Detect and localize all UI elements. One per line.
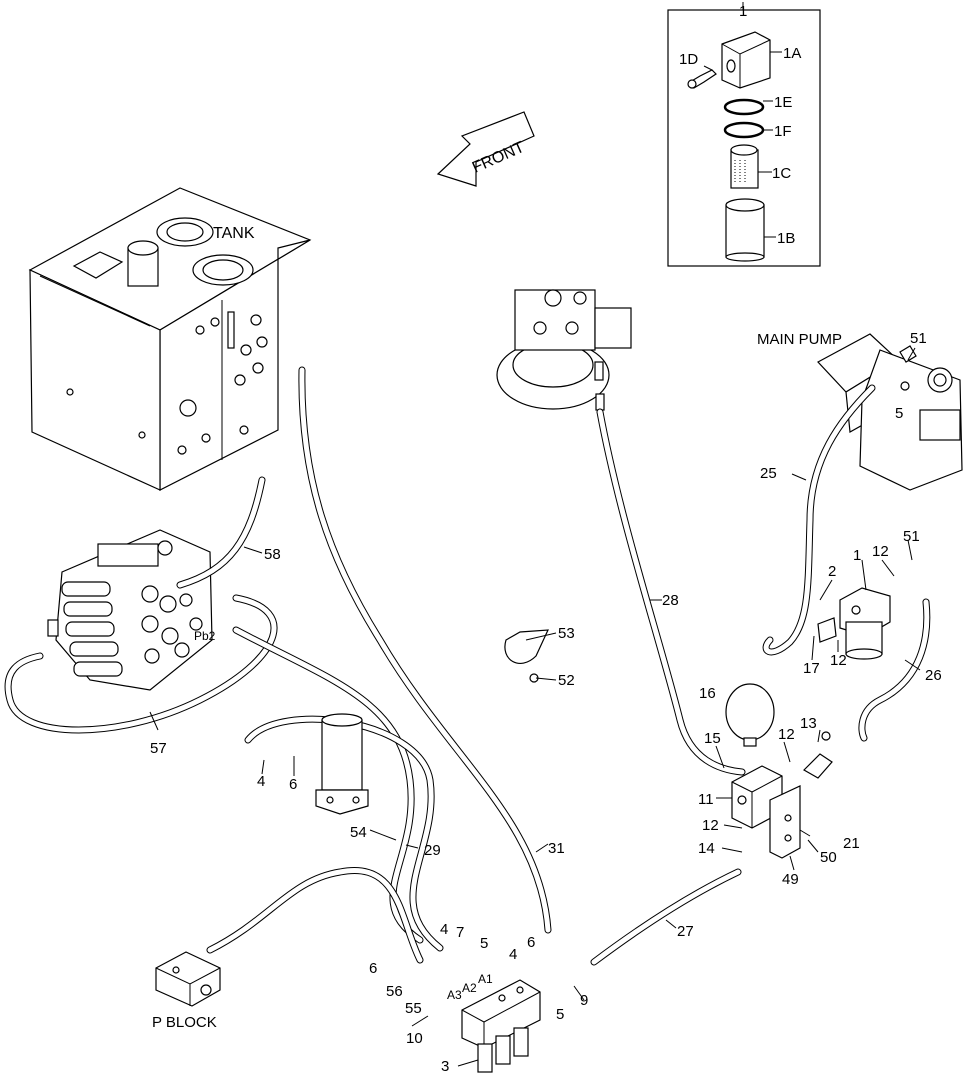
accumulator bbox=[725, 683, 775, 747]
hydraulic-tank bbox=[28, 187, 312, 491]
callout-28: 28 bbox=[662, 592, 679, 609]
control-valve bbox=[47, 529, 213, 691]
callout-4-b2: 4 bbox=[509, 946, 517, 963]
main-pump-label: MAIN PUMP bbox=[757, 331, 842, 348]
callout-3: 3 bbox=[441, 1058, 449, 1075]
callout-21: 21 bbox=[843, 835, 860, 852]
p-block-label: P BLOCK bbox=[152, 1014, 217, 1031]
callout-2: 2 bbox=[828, 563, 836, 580]
callout-55: 55 bbox=[405, 1000, 422, 1017]
callout-10: 10 bbox=[406, 1030, 423, 1047]
callout-12-c: 12 bbox=[778, 726, 795, 743]
main-pump bbox=[817, 333, 963, 491]
callout-52: 52 bbox=[558, 672, 575, 689]
hoses bbox=[4, 366, 931, 966]
callout-12-b: 12 bbox=[830, 652, 847, 669]
callout-1f: 1F bbox=[774, 123, 792, 140]
callout-58: 58 bbox=[264, 546, 281, 563]
pb2-label: Pb2 bbox=[194, 629, 216, 643]
callout-25: 25 bbox=[760, 465, 777, 482]
callout-7: 7 bbox=[456, 924, 464, 941]
callout-50: 50 bbox=[820, 849, 837, 866]
callout-14: 14 bbox=[698, 840, 715, 857]
callout-16: 16 bbox=[699, 685, 716, 702]
callout-4-b1: 4 bbox=[440, 921, 448, 938]
front-arrow bbox=[436, 111, 535, 187]
callout-56: 56 bbox=[386, 983, 403, 1000]
callout-17: 17 bbox=[803, 660, 820, 677]
callout-51-b: 51 bbox=[903, 528, 920, 545]
port-a3: A3 bbox=[447, 988, 462, 1002]
callout-49: 49 bbox=[782, 871, 799, 888]
callout-5-pump: 5 bbox=[895, 405, 903, 422]
pilot-filter bbox=[817, 587, 891, 660]
solenoid-valve-assembly bbox=[461, 979, 541, 1073]
callout-1a: 1A bbox=[783, 45, 801, 62]
callout-1b: 1B bbox=[777, 230, 795, 247]
p-block bbox=[155, 951, 221, 1007]
callout-1-filter: 1 bbox=[853, 547, 861, 564]
callout-54: 54 bbox=[350, 824, 367, 841]
callout-29: 29 bbox=[424, 842, 441, 859]
callout-51-pump: 51 bbox=[910, 330, 927, 347]
callout-31: 31 bbox=[548, 840, 565, 857]
callout-6-b1: 6 bbox=[369, 960, 377, 977]
solenoid-block bbox=[731, 731, 833, 859]
callout-13: 13 bbox=[800, 715, 817, 732]
callout-1d: 1D bbox=[679, 51, 698, 68]
callout-6-b2: 6 bbox=[527, 934, 535, 951]
filter-inset bbox=[667, 2, 821, 267]
callout-1e: 1E bbox=[774, 94, 792, 111]
callout-53: 53 bbox=[558, 625, 575, 642]
callout-5-b2: 5 bbox=[556, 1006, 564, 1023]
hose-clamp bbox=[504, 629, 549, 683]
callout-9: 9 bbox=[580, 992, 588, 1009]
callout-1c: 1C bbox=[772, 165, 791, 182]
leader-lines bbox=[149, 473, 921, 1067]
port-a1: A1 bbox=[478, 972, 493, 986]
callout-27: 27 bbox=[677, 923, 694, 940]
callout-12-a: 12 bbox=[872, 543, 889, 560]
callout-15: 15 bbox=[704, 730, 721, 747]
callout-11: 11 bbox=[698, 791, 714, 808]
callout-26: 26 bbox=[925, 667, 942, 684]
callout-57: 57 bbox=[150, 740, 167, 757]
shuttle-valve bbox=[315, 713, 369, 815]
swing-motor bbox=[496, 289, 632, 411]
callout-6-shuttle: 6 bbox=[289, 776, 297, 793]
tank-label: TANK bbox=[213, 225, 255, 242]
callout-1-inset: 1 bbox=[739, 3, 747, 20]
callout-12-d: 12 bbox=[702, 817, 719, 834]
callout-4-shuttle: 4 bbox=[257, 773, 265, 790]
port-a2: A2 bbox=[462, 981, 477, 995]
callout-5-b1: 5 bbox=[480, 935, 488, 952]
